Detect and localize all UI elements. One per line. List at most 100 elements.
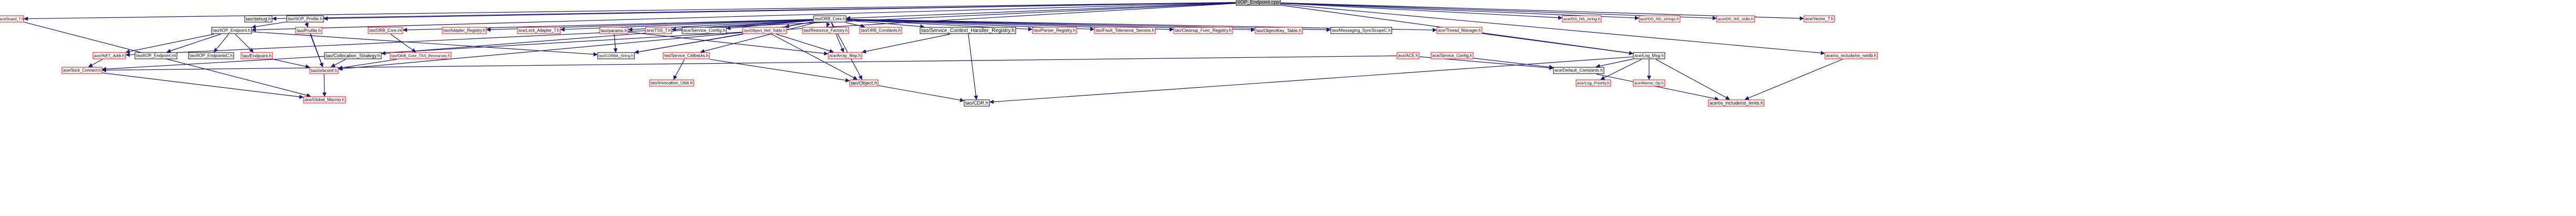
node-label: tao/IIOP_Profile.h xyxy=(288,16,322,22)
graph-node-adapter-registry[interactable]: tao/Adapter_Registry.h xyxy=(442,27,487,34)
edge-n_object-to-n_cdr xyxy=(878,85,964,102)
node-box xyxy=(849,79,879,87)
graph-node-scch-registry[interactable]: tao/Service_Context_Handler_Registry.h xyxy=(920,27,1016,34)
edge-n_scch_registry-to-n_cdr xyxy=(968,34,978,100)
node-box xyxy=(1576,79,1611,87)
edge-n_orb_core-to-n_resource_factory xyxy=(826,22,830,27)
edge-n_root-to-n_os_ns_string xyxy=(1280,3,1562,20)
edge-n_guard-to-n_global_macros xyxy=(24,22,311,98)
graph-node-orbconf[interactable]: tao/orbconf.h xyxy=(309,67,339,74)
node-label: tao/Object_Ref_Table.h xyxy=(744,28,786,33)
node-label: tao/IIOP_EndpointsC.h xyxy=(190,54,233,58)
node-label: tao/ObjectKey_Table.h xyxy=(1256,28,1301,33)
node-label: tao/Object.h xyxy=(851,80,877,86)
node-box xyxy=(813,15,847,23)
graph-node-inet-addr[interactable]: ace/INET_Addr.h xyxy=(92,52,126,59)
graph-node-lock-adapter[interactable]: ace/Lock_Adapter_T.h xyxy=(517,27,561,34)
edge-n_params-to-n_corba_string xyxy=(613,34,618,53)
edge-n_log_msg-to-n_cdr xyxy=(989,56,1633,104)
node-box xyxy=(645,27,672,34)
graph-node-os-ns-strings[interactable]: ace/OS_NS_strings.h xyxy=(1639,15,1681,23)
graph-node-messaging-syncscope[interactable]: tao/Messaging_SyncScopeC.h xyxy=(1330,27,1392,34)
node-label: ace/Guard_T.h xyxy=(0,17,24,21)
node-label: tao/Fault_Tolerance_Service.h xyxy=(1096,28,1154,33)
graph-node-collocation-strategy[interactable]: tao/Collocation_Strategy.h xyxy=(324,52,382,59)
graph-node-invocation-utils[interactable]: tao/Invocation_Utils.h xyxy=(649,79,694,87)
graph-node-ace-h[interactable]: ace/ACE.h xyxy=(1396,52,1420,59)
graph-node-objectkey-table[interactable]: tao/ObjectKey_Table.h xyxy=(1255,27,1303,34)
node-box xyxy=(964,99,990,107)
graph-node-iiop-endpoint[interactable]: tao/IIOP_Endpoint.h xyxy=(211,27,252,34)
graph-node-os-include-netdb[interactable]: ace/os_include/os_netdb.h xyxy=(1824,52,1878,59)
node-box xyxy=(802,27,849,34)
graph-node-default-constants[interactable]: ace/Default_Constants.h xyxy=(1553,67,1604,74)
node-label: ace/INET_Addr.h xyxy=(94,54,124,58)
graph-node-os-include-limits[interactable]: ace/os_include/os_limits.h xyxy=(1708,99,1765,107)
graph-node-cdr[interactable]: tao/CDR.h xyxy=(964,99,990,107)
graph-node-orb-core[interactable]: tao/ORB_Core.h xyxy=(813,15,847,23)
graph-node-global-macros[interactable]: ace/Global_Macros.h xyxy=(303,96,346,104)
graph-node-sock-connect[interactable]: ace/Sock_Connect.h xyxy=(61,67,102,74)
graph-node-object-ref-table[interactable]: tao/Object_Ref_Table.h xyxy=(742,27,787,34)
graph-node-service-config-red[interactable]: ace/Service_Config.h xyxy=(1431,52,1474,59)
node-box xyxy=(92,52,126,59)
node-label: tao/Adapter_Registry.h xyxy=(443,28,485,33)
graph-node-corba-string[interactable]: tao/CORBA_String.h xyxy=(597,52,635,59)
node-box xyxy=(517,27,561,34)
graph-node-iiop-profile[interactable]: tao/IIOP_Profile.h xyxy=(286,15,324,23)
graph-node-array-map[interactable]: ace/Array_Map.h xyxy=(828,52,862,59)
node-label: ace/OS_NS_strings.h xyxy=(1640,17,1679,22)
graph-node-orb-constants[interactable]: tao/ORB_Constants.h xyxy=(859,27,902,34)
graph-node-vector[interactable]: ace/Vector_T.h xyxy=(1803,15,1835,23)
graph-node-thread-manager[interactable]: ace/Thread_Manager.h xyxy=(1436,27,1483,34)
graph-node-resource-factory[interactable]: tao/Resource_Factory.h xyxy=(802,27,849,34)
graph-node-tss[interactable]: ace/TSS_T.h xyxy=(645,27,672,34)
edge-n_root-to-n_iiop_endpoint xyxy=(252,2,1236,32)
graph-node-profile[interactable]: tao/Profile.h xyxy=(295,27,322,34)
edge-n_iiop_profile-to-n_iiop_endpoint xyxy=(252,22,287,29)
graph-node-log-priority[interactable]: ace/Log_Priority.h xyxy=(1576,79,1611,87)
node-box xyxy=(134,52,178,59)
edge-n_profile-to-n_orbconf xyxy=(310,34,324,67)
node-label: ace/Lock_Adapter_T.h xyxy=(518,28,559,33)
node-box xyxy=(663,52,710,59)
edge-n_orb_core-to-n_collocation_strategy xyxy=(381,19,814,56)
graph-node-iiop-endpoint-inl[interactable]: tao/IIOP_Endpoint.inl xyxy=(134,52,178,59)
graph-node-debug[interactable]: tao/debug.h xyxy=(244,15,273,23)
graph-node-service-config-h[interactable]: ace/Service_Config.h xyxy=(682,27,727,34)
node-label: tao/CDR.h xyxy=(965,100,988,106)
graph-node-object[interactable]: tao/Object.h xyxy=(849,79,879,87)
node-box xyxy=(682,27,727,34)
graph-node-parser-registry[interactable]: tao/Parser_Registry.h xyxy=(1032,27,1077,34)
edge-n_root-to-n_vector xyxy=(1280,2,1804,20)
node-label: ace/Vector_T.h xyxy=(1805,17,1833,22)
graph-node-orb-core-tss[interactable]: tao/ORB_Core_TSS_Resources.h xyxy=(390,52,452,59)
node-label: ace/Log_Msg.h xyxy=(1634,54,1664,58)
edge-n_orb_core_inl-to-n_orb_core_tss xyxy=(390,34,416,53)
node-box xyxy=(920,27,1016,34)
graph-node-fault-tolerance[interactable]: tao/Fault_Tolerance_Service.h xyxy=(1094,27,1156,34)
node-label: ace/Log_Priority.h xyxy=(1577,81,1610,86)
graph-node-service-callbacks[interactable]: tao/Service_Callbacks.h xyxy=(663,52,710,59)
graph-node-endpoint[interactable]: tao/Endpoint.h xyxy=(241,52,273,59)
graph-node-log-msg[interactable]: ace/Log_Msg.h xyxy=(1633,52,1665,59)
edge-n_log_msg-to-n_log_priority xyxy=(1600,59,1642,80)
graph-node-os-ns-string[interactable]: ace/OS_NS_string.h xyxy=(1562,15,1602,23)
graph-node-guard[interactable]: ace/Guard_T.h xyxy=(0,15,24,23)
node-box xyxy=(368,27,403,34)
node-label: ace/Atomic_Op.h xyxy=(1634,80,1664,85)
graph-node-orb-core-inl[interactable]: tao/ORB_Core.inl xyxy=(368,27,403,34)
node-box xyxy=(1032,27,1077,34)
graph-node-os-ns-stdio[interactable]: ace/OS_NS_stdio.h xyxy=(1716,15,1755,23)
graph-node-params[interactable]: tao/params.h xyxy=(599,27,629,34)
node-label: tao/params.h xyxy=(601,28,627,33)
node-box xyxy=(309,67,339,74)
edge-n_orb_core-to-n_messaging_syncscope xyxy=(846,19,1331,32)
graph-node-root[interactable]: IIOP_Endpoint.cpp xyxy=(1236,0,1281,6)
edge-n_object_ref_table-to-n_corba_string xyxy=(634,34,743,54)
edge-n_orb_core-to-n_service_callbacks xyxy=(700,22,816,54)
graph-node-iiop-endpointsc[interactable]: tao/IIOP_EndpointsC.h xyxy=(188,52,234,59)
node-box xyxy=(241,52,273,59)
graph-node-atomic-op[interactable]: ace/Atomic_Op.h xyxy=(1633,79,1665,87)
graph-node-cleanup-func[interactable]: tao/Cleanup_Func_Registry.h xyxy=(1173,27,1233,34)
